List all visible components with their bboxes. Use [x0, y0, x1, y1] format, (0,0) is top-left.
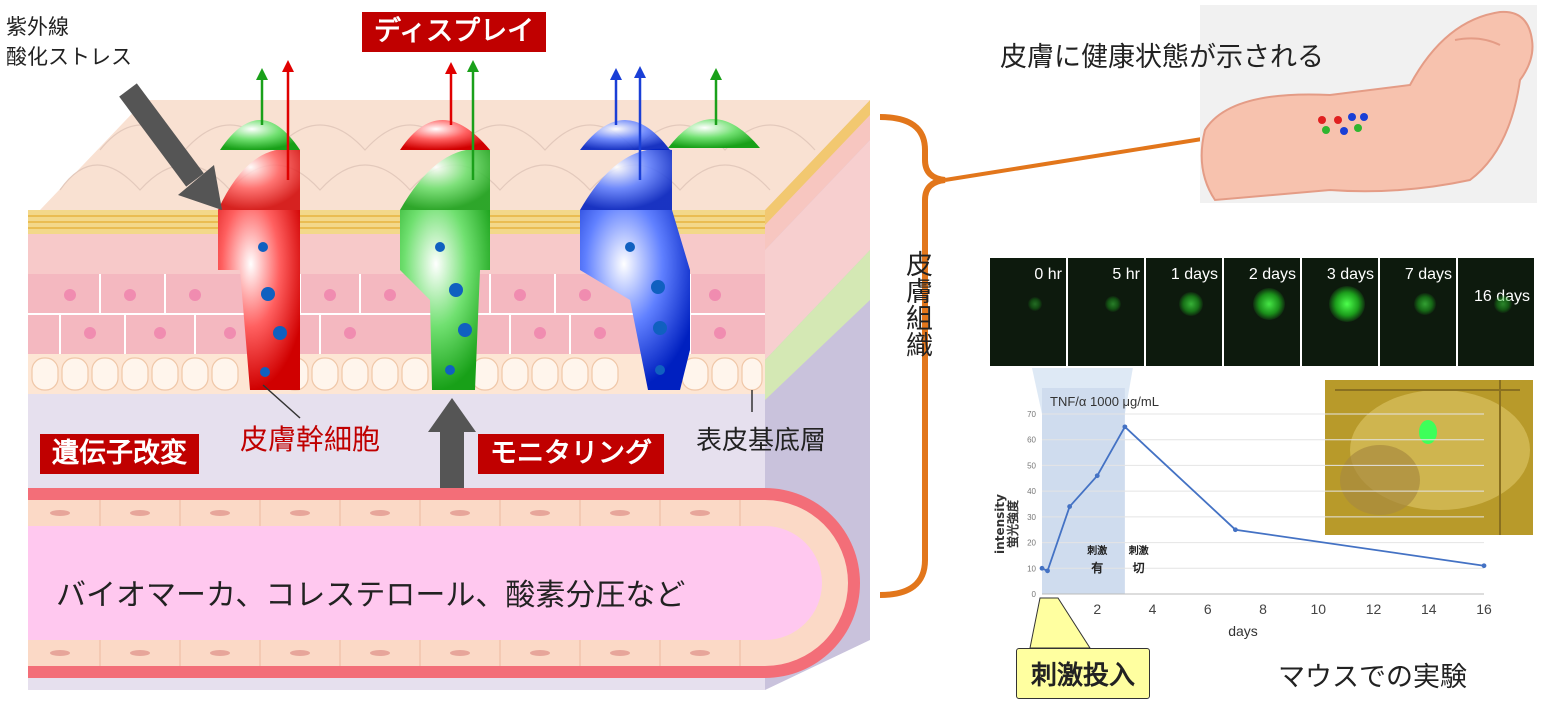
stimulus-annotation: 切	[1133, 561, 1145, 575]
uv-stress-label: 紫外線 酸化ストレス	[6, 15, 132, 69]
display-label: ディスプレイ	[362, 12, 547, 52]
x-tick-label: 2	[1093, 601, 1101, 617]
x-tick-label: 6	[1204, 601, 1212, 617]
skin-tissue-label: 皮膚組織	[901, 250, 932, 358]
stimulus-annotation: 有	[1091, 560, 1103, 575]
timelapse-frame: 1 days	[1146, 258, 1224, 366]
y-tick-label: 70	[1027, 410, 1036, 419]
data-point	[1481, 563, 1487, 569]
y-tick-label: 30	[1027, 513, 1036, 522]
fluorescence-spot	[1252, 287, 1286, 321]
timelapse-frame-label: 1 days	[1170, 266, 1218, 283]
chart-title: TNF/α 1000 μg/mL	[1050, 394, 1159, 409]
fluorescence-spot	[1178, 291, 1204, 317]
data-point	[1122, 424, 1128, 430]
x-axis-label: days	[1228, 623, 1258, 639]
stimulus-annotation: 刺激	[1086, 544, 1107, 557]
fluorescence-spot	[1028, 297, 1042, 311]
timelapse-frame-label: 3 days	[1326, 266, 1374, 283]
data-point	[1039, 565, 1045, 571]
fluorescence-spot	[1104, 295, 1122, 313]
y-tick-label: 40	[1027, 487, 1036, 496]
data-point	[1067, 504, 1073, 509]
timelapse-frame-label: 2 days	[1248, 266, 1296, 283]
x-tick-label: 4	[1149, 601, 1157, 617]
monitoring-label: モニタリング	[478, 434, 664, 474]
stimulus-input-label: 刺激投入	[1016, 648, 1151, 699]
basal-layer-label: 表皮基底層	[696, 426, 827, 456]
genetic-modification-label: 遺伝子改変	[40, 434, 199, 474]
fluorescence-spot	[1329, 286, 1365, 322]
data-point	[1094, 473, 1100, 479]
timelapse-frame: 2 days	[1224, 258, 1302, 366]
data-point	[1232, 527, 1238, 533]
fluorescence-spot	[1494, 295, 1512, 313]
data-point	[1045, 568, 1050, 574]
fluorescence-spot	[1414, 293, 1436, 315]
x-tick-label: 12	[1366, 601, 1382, 617]
health-shown-label: 皮膚に健康状態が示される	[1000, 42, 1324, 73]
x-tick-label: 8	[1259, 601, 1267, 617]
timelapse-frame-label: 16 days	[1473, 288, 1530, 305]
y-tick-label: 10	[1027, 564, 1036, 573]
x-tick-label: 16	[1476, 601, 1492, 617]
timelapse-frame: 3 days	[1302, 258, 1380, 366]
timelapse-frame-label: 0 hr	[1034, 266, 1062, 283]
stimulus-annotation: 刺激	[1128, 544, 1149, 557]
y-axis-label: intensity	[993, 494, 1007, 554]
timelapse-frame: 16 days	[1458, 258, 1536, 366]
mouse-experiment-label: マウスでの実験	[1278, 662, 1467, 693]
y-axis-label: 蛍光強度	[1005, 499, 1020, 548]
timelapse-frame: 7 days	[1380, 258, 1458, 366]
timelapse-frame-label: 7 days	[1404, 266, 1452, 283]
biomarkers-label: バイオマーカ、コレステロール、酸素分圧など	[56, 578, 686, 613]
y-tick-label: 50	[1027, 461, 1036, 470]
timelapse-frame-label: 5 hr	[1112, 266, 1140, 283]
fluorescence-line-chart: 0 10 20 30 40 50 60 70 2 4 6 8 10 12 14 16 TNF/α 1000 μg…	[993, 368, 1492, 639]
x-tick-label: 10	[1310, 601, 1326, 617]
timelapse-frame: 5 hr	[1068, 258, 1146, 366]
y-tick-label: 20	[1027, 539, 1036, 548]
timelapse-frame: 0 hr	[990, 258, 1068, 366]
stem-cell-label: 皮膚幹細胞	[240, 423, 381, 456]
y-tick-label: 60	[1027, 436, 1036, 445]
x-tick-label: 14	[1421, 601, 1437, 617]
y-tick-label: 0	[1032, 590, 1037, 599]
